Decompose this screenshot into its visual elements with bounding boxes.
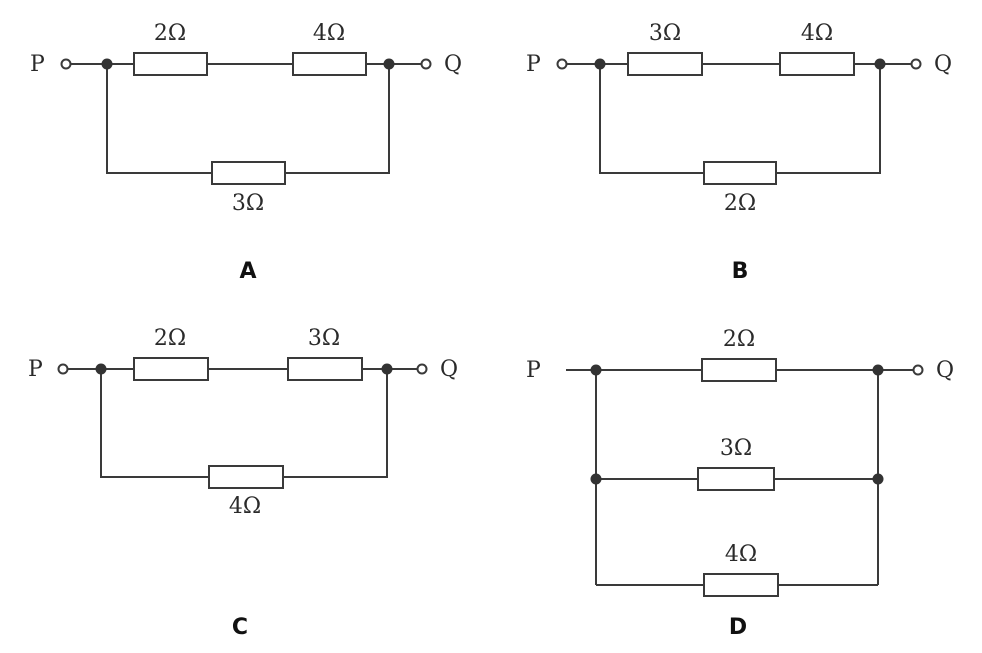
circuit-d-caption: D (729, 615, 747, 640)
circuit-b: P Q 3Ω 4Ω 2Ω B (526, 21, 952, 284)
circuit-c-resistor-2-label: 3Ω (308, 326, 340, 351)
circuit-a-resistor-2 (292, 52, 367, 76)
circuit-d-resistor-3 (703, 573, 779, 597)
circuit-b-resistor-2-label: 4Ω (801, 21, 833, 46)
circuit-a-label-q: Q (444, 52, 462, 77)
circuit-b-resistor-1 (627, 52, 703, 76)
circuit-a-wires (71, 63, 421, 174)
circuit-b-resistor-3-label: 2Ω (724, 191, 756, 216)
circuit-d: P Q 2Ω 3Ω 4Ω D (526, 327, 954, 640)
circuit-c-terminal-p (57, 363, 69, 375)
circuit-b-label-q: Q (934, 52, 952, 77)
circuit-a-terminal-p (60, 58, 72, 70)
circuit-d-resistor-2-label: 3Ω (720, 436, 752, 461)
circuit-b-wires (566, 63, 912, 174)
circuit-d-junction-mid-left (590, 473, 602, 485)
circuit-a-terminal-q (420, 58, 432, 70)
circuit-d-junction-top-right (872, 364, 884, 376)
circuit-d-resistor-3-label: 4Ω (725, 542, 757, 567)
circuit-c-resistor-3 (208, 465, 284, 489)
circuit-b-junction-right (874, 58, 886, 70)
circuit-b-caption: B (732, 259, 749, 284)
circuit-c-junction-left (95, 363, 107, 375)
circuit-a-resistor-3-label: 3Ω (232, 191, 264, 216)
circuit-c-resistor-3-label: 4Ω (229, 494, 261, 519)
circuit-c-junction-right (381, 363, 393, 375)
circuit-c-terminal-q (416, 363, 428, 375)
circuit-b-label-p: P (526, 52, 541, 77)
circuit-d-junction-mid-right (872, 473, 884, 485)
circuit-c-label-q: Q (440, 357, 458, 382)
circuit-b-resistor-3 (703, 161, 777, 185)
circuit-c-resistor-1 (133, 357, 209, 381)
circuit-a-label-p: P (30, 52, 45, 77)
circuit-a-resistor-3 (211, 161, 286, 185)
circuit-d-resistor-1 (701, 358, 777, 382)
circuit-b-terminal-p (556, 58, 568, 70)
circuit-a-junction-right (383, 58, 395, 70)
circuit-a-caption: A (239, 259, 256, 284)
circuit-a: P Q 2Ω 4Ω 3Ω A (30, 21, 462, 284)
circuit-d-label-q: Q (936, 358, 954, 383)
circuit-b-terminal-q (910, 58, 922, 70)
circuit-c-caption: C (232, 615, 248, 640)
circuit-d-resistor-1-label: 2Ω (723, 327, 755, 352)
circuit-b-junction-left (594, 58, 606, 70)
circuit-a-resistor-1 (133, 52, 208, 76)
circuit-c-resistor-2 (287, 357, 363, 381)
circuit-d-junction-top-left (590, 364, 602, 376)
circuit-a-resistor-2-label: 4Ω (313, 21, 345, 46)
circuit-d-label-p: P (526, 358, 541, 383)
circuit-c-wires (67, 368, 418, 478)
circuit-d-resistor-2 (697, 467, 775, 491)
circuit-b-resistor-1-label: 3Ω (649, 21, 681, 46)
circuit-c: P Q 2Ω 3Ω 4Ω C (28, 326, 458, 640)
circuit-d-terminal-q (912, 364, 924, 376)
circuit-a-resistor-1-label: 2Ω (154, 21, 186, 46)
circuit-a-junction-left (101, 58, 113, 70)
circuit-c-resistor-1-label: 2Ω (154, 326, 186, 351)
circuit-c-label-p: P (28, 357, 43, 382)
circuit-b-resistor-2 (779, 52, 855, 76)
